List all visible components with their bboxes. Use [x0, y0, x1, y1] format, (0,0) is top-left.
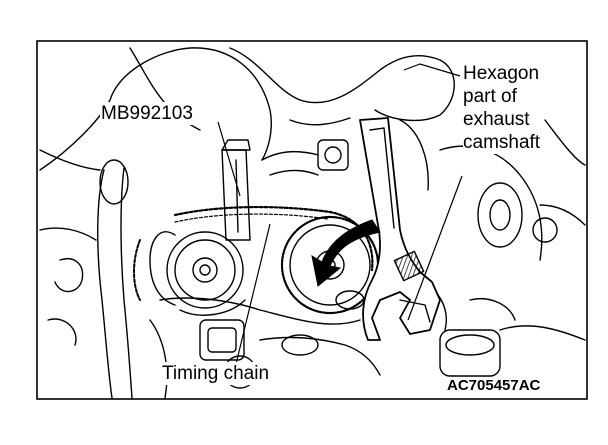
left-pipe — [97, 169, 113, 399]
wrench-adjuster — [393, 250, 425, 282]
label-hexagon-line3: exhaust — [463, 108, 541, 131]
leader-timing-chain — [235, 223, 271, 365]
rotation-arrow — [311, 219, 381, 287]
timing-chain-upper — [173, 205, 374, 272]
label-timing-chain: Timing chain — [161, 362, 271, 385]
leader-hexagon — [403, 63, 461, 77]
label-hexagon-line2: part of — [463, 85, 541, 108]
figure-frame — [36, 40, 588, 400]
label-hexagon-line4: camshaft — [463, 131, 541, 154]
label-hexagon-part: Hexagon part of exhaust camshaft — [462, 62, 541, 154]
leader-hexagon-lower — [407, 175, 463, 321]
upper-housing-outline — [39, 47, 272, 171]
label-special-tool: MB992103 — [100, 102, 194, 125]
figure-code: AC705457AC — [447, 377, 541, 394]
leader-mb992103 — [217, 121, 241, 197]
right-component-outline — [439, 145, 543, 261]
cylinder-head-edge — [159, 297, 361, 325]
upper-right-housing-outline — [229, 47, 455, 122]
lower-right-cap — [439, 329, 501, 377]
intake-sprocket — [166, 231, 244, 309]
label-hexagon-line1: Hexagon — [463, 62, 541, 85]
exhaust-sprocket — [289, 224, 371, 306]
